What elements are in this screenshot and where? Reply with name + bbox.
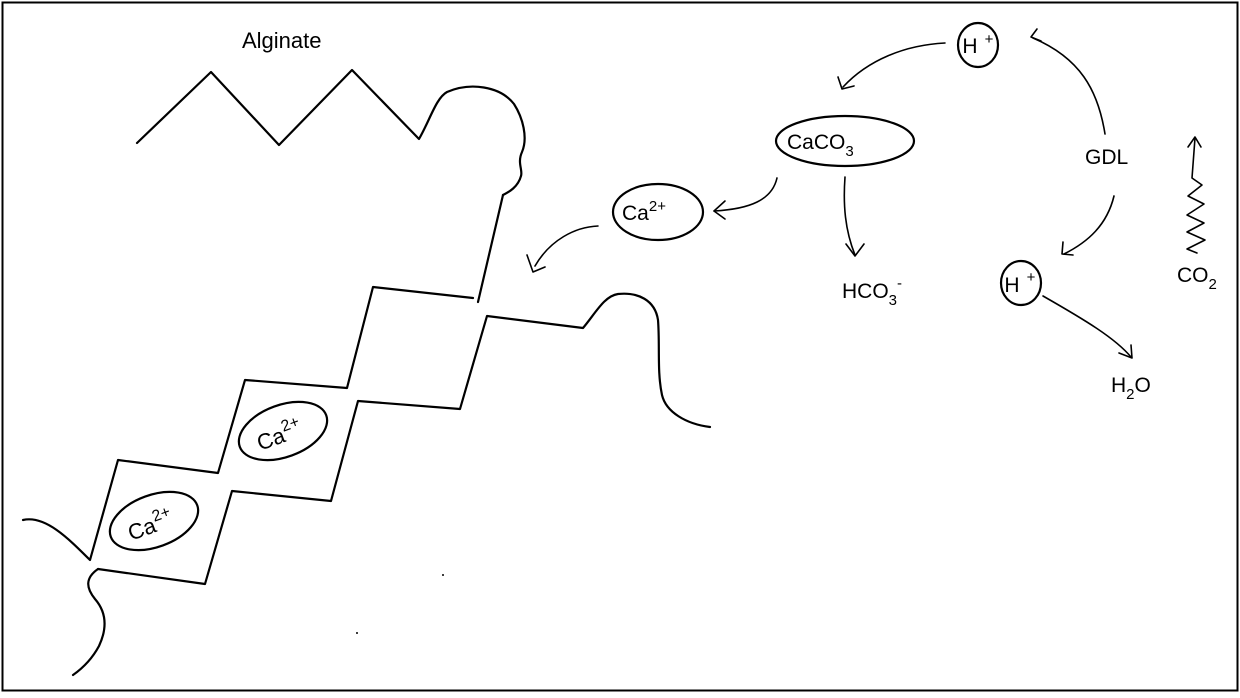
svg-text:CaCO3: CaCO3 bbox=[787, 131, 854, 160]
bicarbonate-label: HCO3- bbox=[842, 275, 902, 309]
speck-1 bbox=[442, 574, 444, 576]
svg-text:+: + bbox=[985, 31, 994, 48]
chain-calcium-upper: Ca2+ bbox=[237, 400, 329, 462]
proton-middle: H + bbox=[999, 259, 1043, 307]
water-label: H2O bbox=[1111, 374, 1151, 403]
proton-top: H + bbox=[956, 21, 1000, 69]
egg-box-lower-chain bbox=[96, 292, 712, 586]
svg-text:H: H bbox=[962, 35, 977, 58]
gdl-label: GDL bbox=[1085, 146, 1128, 169]
chain-calcium-lower: Ca2+ bbox=[108, 490, 200, 552]
svg-text:Ca2+: Ca2+ bbox=[622, 198, 666, 225]
chain-calcium-lower-label: Ca2+ bbox=[123, 503, 176, 545]
chain-calcium-upper-label: Ca2+ bbox=[252, 413, 305, 455]
svg-text:+: + bbox=[1027, 269, 1036, 286]
alginate-upper-strand bbox=[476, 193, 505, 304]
reaction-arrows bbox=[526, 28, 1206, 359]
calcium-carbonate: CaCO3 bbox=[774, 114, 916, 168]
egg-box-lower-tail bbox=[71, 567, 106, 677]
carbon-dioxide-label: CO2 bbox=[1177, 264, 1217, 293]
svg-text:H: H bbox=[1004, 274, 1019, 297]
alginate-zigzag-strand bbox=[135, 68, 526, 197]
free-calcium-ion: Ca2+ bbox=[611, 182, 705, 242]
speck-2 bbox=[356, 632, 358, 634]
egg-box-upper-chain bbox=[21, 285, 475, 562]
alginate-title: Alginate bbox=[242, 28, 322, 53]
